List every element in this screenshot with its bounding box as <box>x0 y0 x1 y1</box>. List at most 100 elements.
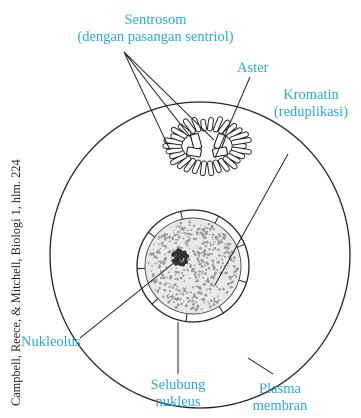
chromatin-granule <box>177 297 180 300</box>
chromatin-granule <box>204 228 205 229</box>
chromatin-granule <box>199 287 202 290</box>
chromatin-granule <box>158 236 161 239</box>
chromatin-granule <box>226 291 229 294</box>
label-sentrosom-line1: Sentrosom <box>48 12 263 29</box>
chromatin-granule <box>168 286 170 288</box>
chromatin-granule <box>187 258 190 261</box>
chromatin-granule <box>204 253 206 255</box>
chromatin-granule <box>193 293 195 295</box>
leader-kromatin <box>215 154 288 285</box>
chromatin-granule <box>203 274 204 275</box>
chromatin-granule <box>162 296 164 298</box>
nucleolus-granule <box>181 254 183 256</box>
chromatin-granule <box>222 288 225 291</box>
chromatin-granule <box>190 229 192 231</box>
chromatin-granule <box>171 268 172 269</box>
chromatin-granule <box>169 283 170 284</box>
chromatin-granule <box>218 254 220 256</box>
chromatin-granule <box>207 301 208 302</box>
chromatin-granule <box>192 297 194 299</box>
chromatin-granule <box>192 250 195 253</box>
chromatin-granule <box>178 226 180 228</box>
chromatin-granule <box>222 262 224 264</box>
chromatin-granule <box>203 251 205 253</box>
chromatin-granule <box>218 233 220 235</box>
chromatin-granule <box>209 288 212 291</box>
chromatin-granule <box>181 229 182 230</box>
chromatin-granule <box>180 232 181 233</box>
chromatin-granule <box>159 282 162 285</box>
chromatin-granule <box>199 247 202 250</box>
label-selubung-nukleus: Selubung nukleus <box>128 377 228 411</box>
chromatin-granule <box>188 221 191 224</box>
chromatin-granule <box>178 286 179 287</box>
chromatin-granule <box>214 272 216 274</box>
chromatin-granule <box>162 276 165 279</box>
chromatin-granule <box>176 239 178 241</box>
chromatin-granule <box>175 284 177 286</box>
chromatin-granule <box>193 271 194 272</box>
chromatin-granule <box>175 242 177 244</box>
chromatin-granule <box>207 253 209 255</box>
chromatin-granule <box>216 269 218 271</box>
chromatin-granule <box>164 253 166 255</box>
chromatin-granule <box>183 301 184 302</box>
chromatin-granule <box>171 237 174 240</box>
chromatin-granule <box>154 289 156 291</box>
chromatin-granule <box>182 293 184 295</box>
chromatin-granule <box>180 303 182 305</box>
chromatin-granule <box>217 296 219 298</box>
chromatin-granule <box>187 301 189 303</box>
chromatin-granule <box>220 265 222 267</box>
chromatin-granule <box>181 227 184 230</box>
chromatin-granule <box>178 235 180 237</box>
chromatin-granule <box>188 236 190 238</box>
chromatin-granule <box>203 302 205 304</box>
chromatin-granule <box>223 234 226 237</box>
chromatin-granule <box>177 231 179 233</box>
chromatin-granule <box>206 289 208 291</box>
nucleolus-granule <box>184 253 187 256</box>
chromatin-granule <box>216 236 218 238</box>
chromatin-granule <box>188 242 189 243</box>
chromatin-granule <box>189 277 191 279</box>
chromatin-granule <box>169 240 171 242</box>
chromatin-granule <box>214 269 216 271</box>
chromatin-granule <box>233 261 235 263</box>
chromatin-granule <box>147 262 149 264</box>
chromatin-granule <box>226 272 228 274</box>
chromatin-granule <box>164 239 165 240</box>
leader-sentrosom-down <box>124 52 170 150</box>
chromatin-granule <box>216 301 219 304</box>
chromatin-granule <box>190 308 192 310</box>
chromatin-granule <box>210 276 212 278</box>
chromatin-granule <box>198 276 200 278</box>
chromatin-granule <box>180 222 183 225</box>
chromatin-granule <box>222 241 223 242</box>
leader-sentrosom-left <box>124 52 192 139</box>
nucleolus-granule <box>179 250 181 252</box>
label-nukleolus: Nukleolus <box>21 334 81 351</box>
chromatin-granule <box>213 241 214 242</box>
chromatin-granule <box>189 248 190 249</box>
chromatin-granule <box>228 276 231 279</box>
chromatin-granule <box>193 302 194 303</box>
chromatin-granule <box>160 260 162 262</box>
nucleolus-granule <box>177 261 179 263</box>
chromatin-granule <box>211 253 213 255</box>
chromatin-granule <box>175 267 177 269</box>
chromatin-granule <box>204 262 206 264</box>
label-kromatin-line1: Kromatin <box>258 87 361 104</box>
chromatin-granule <box>186 297 189 300</box>
chromatin-granule <box>233 260 235 262</box>
chromatin-granule <box>213 243 215 245</box>
chromatin-granule <box>194 264 195 265</box>
chromatin-granule <box>212 239 213 240</box>
chromatin-granule <box>176 293 178 295</box>
chromatin-granule <box>164 289 167 292</box>
chromatin-granule <box>182 287 183 288</box>
chromatin-granule <box>178 289 181 292</box>
chromatin-granule <box>189 299 191 301</box>
chromatin-granule <box>160 277 162 279</box>
